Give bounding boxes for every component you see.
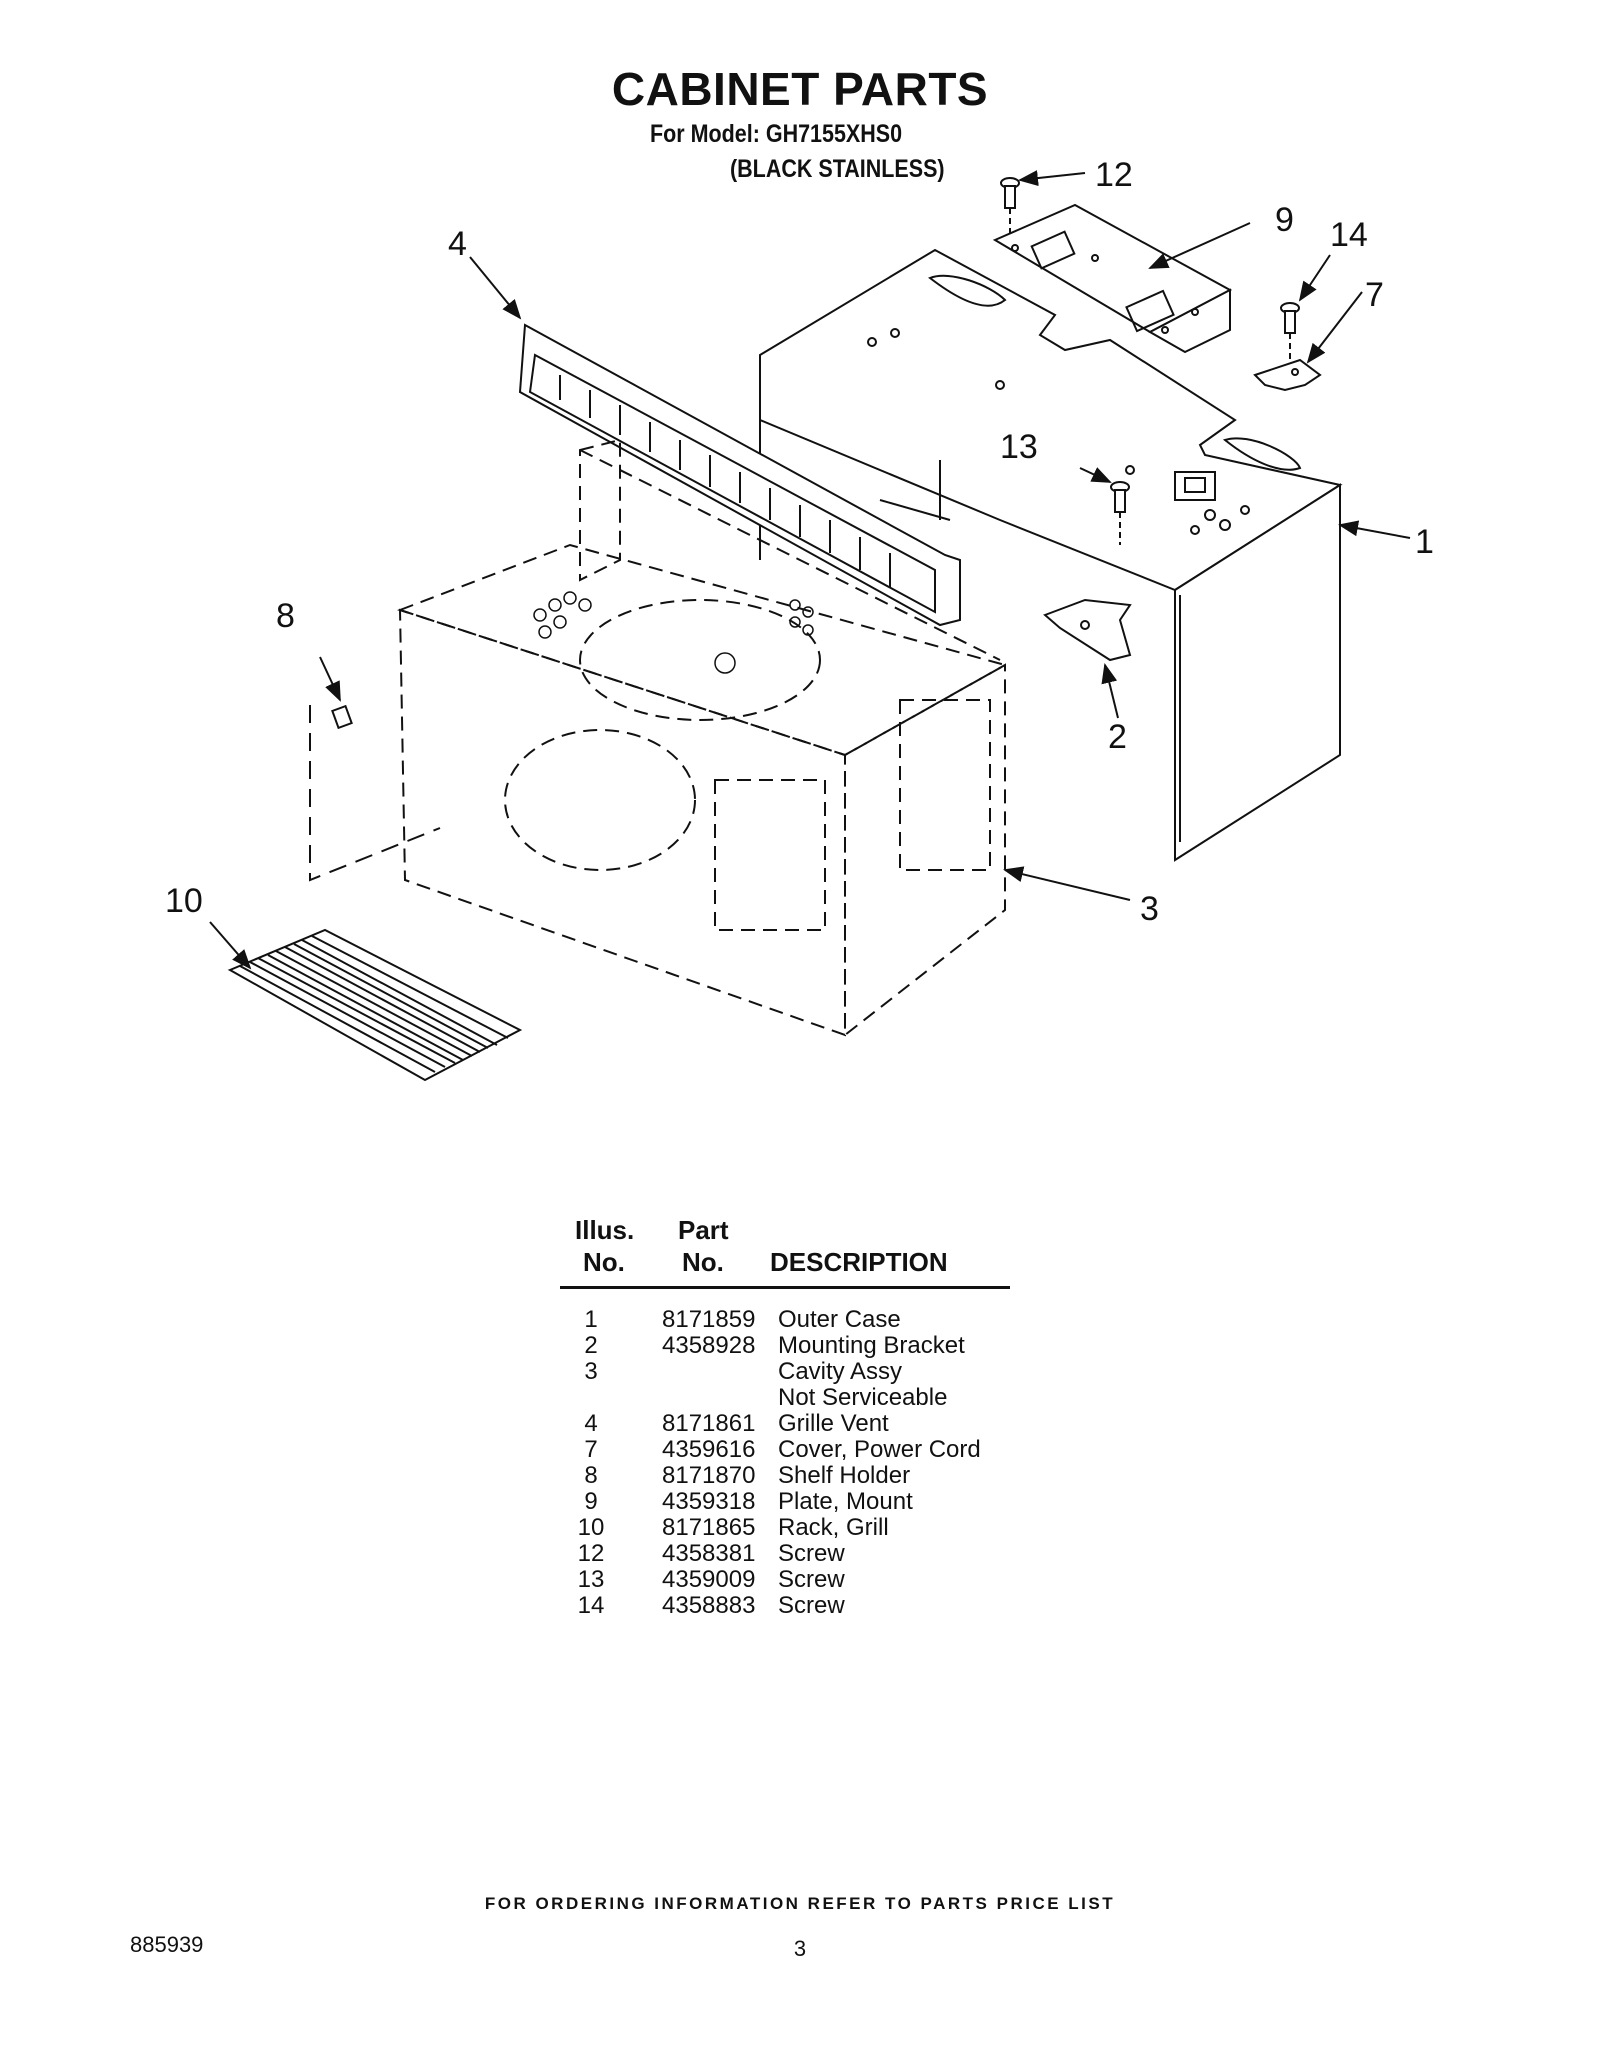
description: Mounting Bracket	[778, 1332, 965, 1359]
part-no: 4358928	[662, 1332, 756, 1359]
description: Cavity Assy	[778, 1358, 903, 1385]
part-no: 4358883	[662, 1592, 756, 1619]
header-part-top: Part	[678, 1215, 729, 1245]
description: Plate, Mount	[778, 1488, 913, 1515]
screw-12-drawing	[1000, 177, 1020, 238]
illus-no: 2	[584, 1332, 598, 1359]
header-part-bottom: No.	[682, 1247, 724, 1277]
outer-case-drawing	[759, 248, 1343, 862]
part-no: 4359318	[662, 1488, 756, 1515]
illus-no: 7	[584, 1436, 598, 1463]
page-title: CABINET PARTS	[611, 63, 989, 115]
power-cord-cover-drawing	[1253, 358, 1322, 392]
part-no: 8171859	[662, 1306, 756, 1333]
callout-7: 7	[1365, 276, 1384, 314]
screw-14-drawing	[1280, 302, 1300, 360]
callout-13: 13	[1000, 428, 1038, 466]
illus-no: 10	[577, 1514, 605, 1541]
finish-line: (BLACK STAINLESS)	[730, 155, 945, 183]
illus-no: 12	[577, 1540, 605, 1567]
ordering-note: FOR ORDERING INFORMATION REFER TO PARTS …	[484, 1894, 1116, 1913]
description: Screw	[778, 1566, 845, 1593]
callout-10: 10	[165, 882, 203, 920]
description: Not Serviceable	[778, 1384, 948, 1411]
callout-4: 4	[448, 225, 467, 263]
page-number: 3	[793, 1936, 807, 1961]
callout-1: 1	[1415, 523, 1434, 561]
illus-no: 9	[584, 1488, 598, 1515]
leader-arrows	[209, 170, 1411, 970]
model-line: For Model: GH7155XHS0	[650, 120, 903, 148]
table-header-rule	[560, 1286, 1010, 1289]
illus-no: 14	[577, 1592, 605, 1619]
screw-13-drawing	[1110, 481, 1130, 545]
part-no: 8171865	[662, 1514, 756, 1541]
document-number: 885939	[130, 1932, 204, 1957]
shelf-holder-drawing	[309, 704, 441, 882]
grill-rack-drawing	[227, 928, 523, 1082]
description: Shelf Holder	[778, 1462, 911, 1489]
part-no: 4358381	[662, 1540, 756, 1567]
part-no: 8171870	[662, 1462, 756, 1489]
callout-9: 9	[1275, 201, 1294, 239]
description: Screw	[778, 1592, 845, 1619]
part-no: 4359616	[662, 1436, 756, 1463]
description: Rack, Grill	[778, 1514, 889, 1541]
description: Outer Case	[778, 1306, 901, 1333]
header-illus-bottom: No.	[583, 1247, 625, 1277]
illus-no: 4	[584, 1410, 598, 1437]
grille-vent-drawing	[518, 323, 961, 627]
illus-no: 13	[577, 1566, 605, 1593]
description: Cover, Power Cord	[778, 1436, 981, 1463]
callout-8: 8	[276, 597, 295, 635]
header-illus-top: Illus.	[575, 1215, 635, 1245]
exploded-parts-diagram: 12 9 14 7 13 1 2 3 4 8 10	[165, 156, 1434, 1082]
description: Screw	[778, 1540, 845, 1567]
part-no: 8171861	[662, 1410, 756, 1437]
callout-3: 3	[1140, 890, 1159, 928]
callout-2: 2	[1108, 718, 1127, 756]
illus-no: 8	[584, 1462, 598, 1489]
description: Grille Vent	[778, 1410, 889, 1437]
callout-12: 12	[1095, 156, 1133, 194]
cavity-control-details	[533, 591, 814, 674]
part-no: 4359009	[662, 1566, 756, 1593]
header-description: DESCRIPTION	[770, 1247, 948, 1277]
illus-no: 3	[584, 1358, 598, 1385]
mount-plate-drawing	[992, 203, 1233, 354]
illus-no: 1	[584, 1306, 598, 1333]
callout-14: 14	[1330, 216, 1368, 254]
mounting-bracket-drawing	[1043, 598, 1132, 662]
cavity-assembly-drawing	[397, 438, 1008, 1038]
